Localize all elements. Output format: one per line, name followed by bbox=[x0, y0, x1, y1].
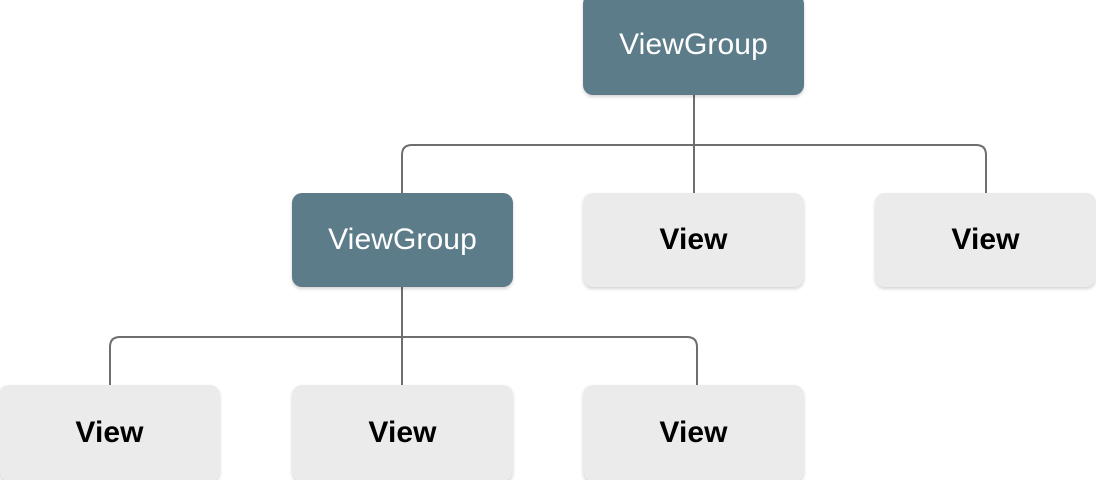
connector-root-to-view-right bbox=[694, 144, 987, 193]
node-label: View bbox=[951, 223, 1020, 256]
node-label: ViewGroup bbox=[619, 27, 768, 61]
connector-viewgroup2-to-view-left bbox=[109, 336, 402, 385]
connector-root-to-viewgroup2 bbox=[401, 144, 694, 193]
node-label: View bbox=[368, 416, 437, 449]
node-viewgroup-level1[interactable]: ViewGroup bbox=[292, 193, 513, 287]
node-label: View bbox=[659, 416, 728, 449]
node-view-level2-middle[interactable]: View bbox=[292, 385, 513, 480]
node-view-level1-middle[interactable]: View bbox=[583, 193, 804, 287]
node-label: ViewGroup bbox=[328, 223, 477, 256]
node-view-level2-right[interactable]: View bbox=[583, 385, 804, 480]
connector-viewgroup2-to-view-right bbox=[402, 336, 698, 385]
node-view-level1-right[interactable]: View bbox=[875, 193, 1096, 287]
node-label: View bbox=[659, 223, 728, 256]
node-label: View bbox=[75, 416, 144, 449]
node-view-level2-left[interactable]: View bbox=[0, 385, 220, 480]
node-viewgroup-root[interactable]: ViewGroup bbox=[583, 0, 804, 95]
